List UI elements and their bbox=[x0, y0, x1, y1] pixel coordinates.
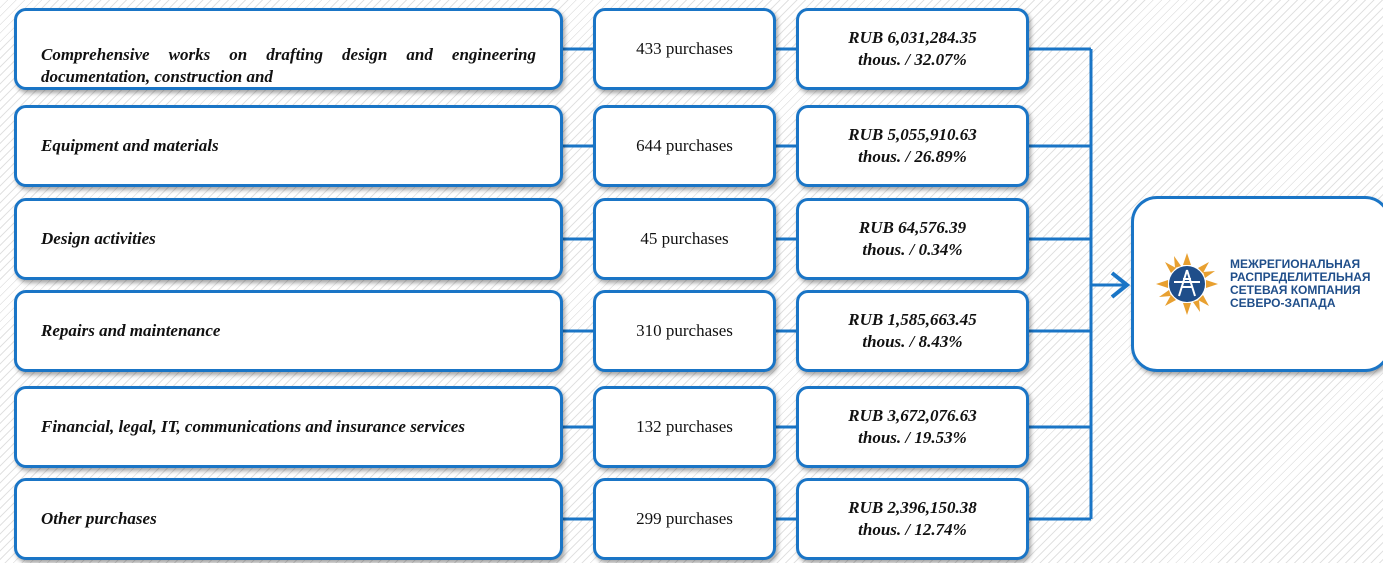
company-logo-box: МЕЖРЕГИОНАЛЬНАЯ РАСПРЕДЕЛИТЕЛЬНАЯ СЕТЕВА… bbox=[1131, 196, 1383, 372]
category-label: Design activities bbox=[41, 229, 156, 248]
purchases-count: 433 purchases bbox=[636, 39, 733, 58]
purchases-count: 644 purchases bbox=[636, 136, 733, 155]
purchases-box-1: 433 purchases bbox=[593, 8, 776, 90]
value-text: RUB 1,585,663.45 thous. / 8.43% bbox=[848, 310, 977, 351]
category-box-3: Design activities bbox=[14, 198, 563, 280]
value-box-4: RUB 1,585,663.45 thous. / 8.43% bbox=[796, 290, 1029, 372]
category-label: Equipment and materials bbox=[41, 136, 219, 155]
purchases-box-2: 644 purchases bbox=[593, 105, 776, 187]
purchases-count: 310 purchases bbox=[636, 321, 733, 340]
purchases-box-3: 45 purchases bbox=[593, 198, 776, 280]
category-label: Other purchases bbox=[41, 509, 157, 528]
value-text: RUB 5,055,910.63 thous. / 26.89% bbox=[848, 125, 977, 166]
purchases-count: 132 purchases bbox=[636, 417, 733, 436]
purchases-box-4: 310 purchases bbox=[593, 290, 776, 372]
category-label: Comprehensive works on drafting design a… bbox=[41, 45, 536, 86]
category-box-2: Equipment and materials bbox=[14, 105, 563, 187]
purchases-count: 45 purchases bbox=[640, 229, 729, 248]
value-box-3: RUB 64,576.39 thous. / 0.34% bbox=[796, 198, 1029, 280]
purchases-box-6: 299 purchases bbox=[593, 478, 776, 560]
value-text: RUB 64,576.39 thous. / 0.34% bbox=[858, 218, 967, 259]
category-box-6: Other purchases bbox=[14, 478, 563, 560]
category-label: Repairs and maintenance bbox=[41, 321, 221, 340]
category-box-5: Financial, legal, IT, communications and… bbox=[14, 386, 563, 468]
mrsk-emblem-icon bbox=[1156, 253, 1218, 315]
category-box-4: Repairs and maintenance bbox=[14, 290, 563, 372]
value-box-2: RUB 5,055,910.63 thous. / 26.89% bbox=[796, 105, 1029, 187]
category-label: Financial, legal, IT, communications and… bbox=[41, 417, 465, 436]
company-name: МЕЖРЕГИОНАЛЬНАЯ РАСПРЕДЕЛИТЕЛЬНАЯ СЕТЕВА… bbox=[1230, 257, 1371, 310]
value-text: RUB 3,672,076.63 thous. / 19.53% bbox=[848, 406, 977, 447]
arrow-head-icon bbox=[1110, 271, 1131, 299]
category-box-1: Comprehensive works on drafting design a… bbox=[14, 8, 563, 90]
purchases-count: 299 purchases bbox=[636, 509, 733, 528]
value-box-6: RUB 2,396,150.38 thous. / 12.74% bbox=[796, 478, 1029, 560]
value-text: RUB 6,031,284.35 thous. / 32.07% bbox=[848, 28, 977, 69]
purchases-box-5: 132 purchases bbox=[593, 386, 776, 468]
value-box-1: RUB 6,031,284.35 thous. / 32.07% bbox=[796, 8, 1029, 90]
value-text: RUB 2,396,150.38 thous. / 12.74% bbox=[848, 498, 977, 539]
value-box-5: RUB 3,672,076.63 thous. / 19.53% bbox=[796, 386, 1029, 468]
